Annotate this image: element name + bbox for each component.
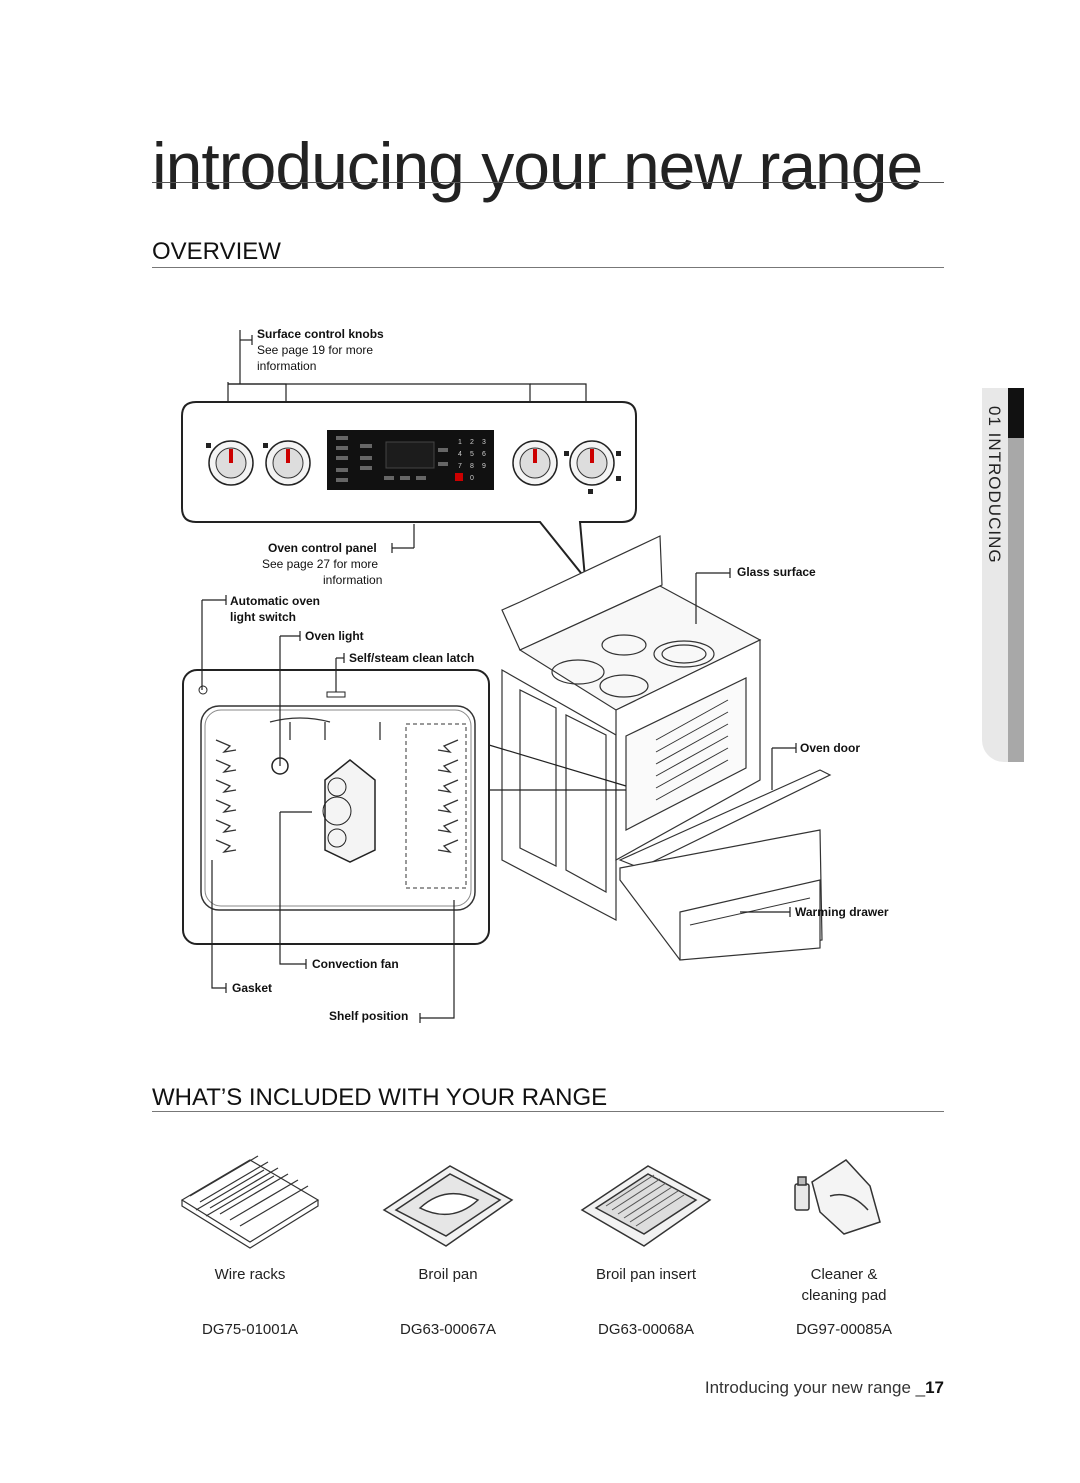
label-warming-drawer: Warming drawer <box>795 905 889 919</box>
page-number: 17 <box>925 1378 944 1397</box>
label-surface-knobs-note-2: information <box>257 359 317 373</box>
oven-interior-icon <box>182 669 490 945</box>
overview-rule <box>152 267 944 268</box>
chapter-tab-marker <box>1008 388 1024 438</box>
label-auto-light-2: light switch <box>230 610 296 624</box>
chapter-tab-label: 01 INTRODUCING <box>985 406 1004 564</box>
label-glass-surface: Glass surface <box>737 565 816 579</box>
label-shelf-position: Shelf position <box>329 1009 409 1023</box>
accessory-code-broil-pan: DG63-00067A <box>400 1321 496 1338</box>
title-underline <box>152 182 944 183</box>
page-title: introducing your new range <box>152 129 923 203</box>
footer-text: Introducing your new range _ <box>704 1378 926 1397</box>
accessory-name-wire-racks: Wire racks <box>214 1266 286 1283</box>
svg-text:9: 9 <box>482 463 486 470</box>
page-footer: Introducing your new range _17 <box>705 1378 944 1398</box>
label-latch: Self/steam clean latch <box>349 651 475 665</box>
svg-text:2: 2 <box>470 439 474 446</box>
svg-text:8: 8 <box>470 463 474 470</box>
chapter-tab-bar <box>1008 438 1024 762</box>
included-heading: WHAT’S INCLUDED WITH YOUR RANGE <box>152 1084 608 1111</box>
knob-1-icon <box>208 440 254 486</box>
label-oven-control-panel: Oven control panel <box>268 541 377 555</box>
label-oven-door: Oven door <box>800 741 861 755</box>
accessory-code-broil-pan-insert: DG63-00068A <box>598 1321 694 1338</box>
label-convection-fan: Convection fan <box>312 957 399 971</box>
accessory-code-cleaner: DG97-00085A <box>796 1321 892 1338</box>
label-oven-light: Oven light <box>305 629 364 643</box>
accessory-name-broil-pan-insert: Broil pan insert <box>595 1266 697 1283</box>
accessory-name-cleaner-1: Cleaner & <box>810 1266 878 1283</box>
overview-heading: OVERVIEW <box>152 238 281 265</box>
chapter-tab[interactable]: 01 INTRODUCING <box>982 388 1024 762</box>
range-body-icon <box>501 535 832 961</box>
label-surface-knobs-note-1: See page 19 for more <box>257 343 374 357</box>
accessory-code-wire-racks: DG75-01001A <box>202 1321 298 1338</box>
svg-text:6: 6 <box>482 451 486 458</box>
knob-3-icon <box>512 440 558 486</box>
svg-text:1: 1 <box>458 439 462 446</box>
accessory-name-broil-pan: Broil pan <box>418 1266 478 1283</box>
accessory-name-cleaner-2: cleaning pad <box>801 1287 887 1304</box>
svg-text:5: 5 <box>470 451 474 458</box>
svg-text:0: 0 <box>470 475 474 482</box>
svg-text:4: 4 <box>458 451 462 458</box>
knob-2-icon <box>265 440 311 486</box>
label-oven-panel-note-1: See page 27 for more <box>262 557 379 571</box>
svg-text:7: 7 <box>458 463 462 470</box>
included-rule <box>152 1111 944 1112</box>
label-surface-knobs: Surface control knobs <box>257 327 384 341</box>
svg-text:3: 3 <box>482 439 486 446</box>
label-gasket: Gasket <box>232 981 273 995</box>
label-oven-panel-note-2: information <box>323 573 383 587</box>
knob-4-icon <box>569 440 615 486</box>
label-auto-light-1: Automatic oven <box>230 594 321 608</box>
